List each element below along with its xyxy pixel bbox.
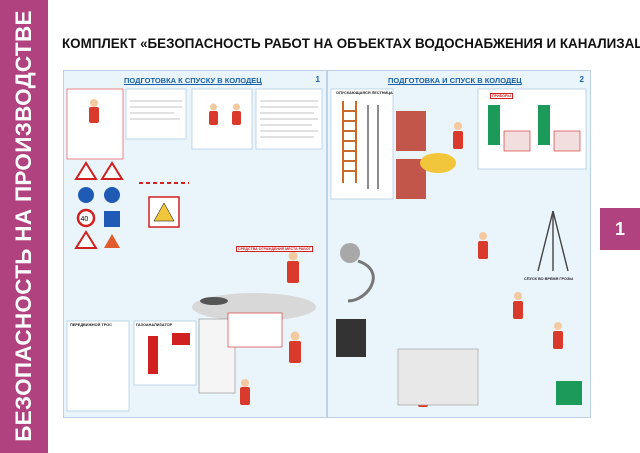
gas-analyzer-label: ГАЗОАНАЛИЗАТОР <box>136 323 173 327</box>
svg-text:40: 40 <box>81 216 89 223</box>
storm-label: СПУСК ВО ВРЕМЯ ГРОЗЫ <box>524 277 574 281</box>
devices-label: ПРИБОРЫ <box>490 93 513 99</box>
poster-header: ПОДГОТОВКА К СПУСКУ В КОЛОДЕЦ 1 <box>64 71 326 87</box>
side-band: БЕЗОПАСНОСТЬ НА ПРОИЗВОДСТВЕ <box>0 0 48 453</box>
harness-label: ПЕРЕДВИЖНОЙ ТРОС <box>70 323 112 327</box>
page-number-badge: 1 <box>600 208 640 250</box>
poster-1: ПОДГОТОВКА К СПУСКУ В КОЛОДЕЦ 1 <box>63 70 327 418</box>
poster-illustration <box>330 88 587 407</box>
poster-title: ПОДГОТОВКА И СПУСК В КОЛОДЕЦ <box>388 76 522 85</box>
poster-2: ПОДГОТОВКА И СПУСК В КОЛОДЕЦ 2 <box>327 70 591 418</box>
page-title: КОМПЛЕКТ «БЕЗОПАСНОСТЬ РАБОТ НА ОБЪЕКТАХ… <box>62 36 640 51</box>
poster-number: 1 <box>315 75 320 84</box>
poster-number: 2 <box>579 75 584 84</box>
poster-title: ПОДГОТОВКА К СПУСКУ В КОЛОДЕЦ <box>124 76 262 85</box>
ladder-label: ОПУСКАЮЩАЯСЯ ЛЕСТНИЦА <box>336 91 393 95</box>
poster-header: ПОДГОТОВКА И СПУСК В КОЛОДЕЦ 2 <box>328 71 590 87</box>
warning-label: СРЕДСТВА ОГРАЖДЕНИЯ МЕСТА РАБОТ <box>236 246 313 252</box>
poster-illustration: 40 <box>66 88 323 412</box>
side-label: БЕЗОПАСНОСТЬ НА ПРОИЗВОДСТВЕ <box>11 10 36 442</box>
